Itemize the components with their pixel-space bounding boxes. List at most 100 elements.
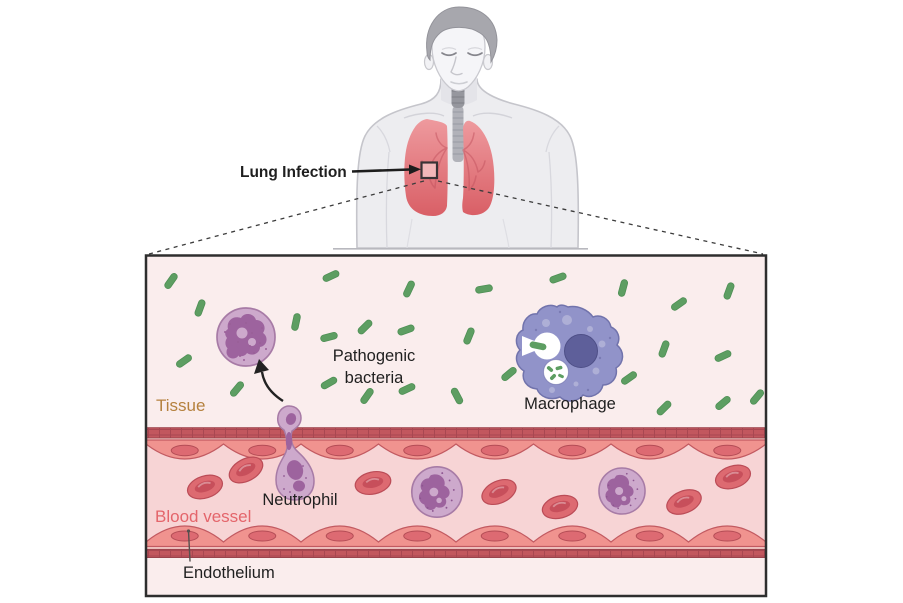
bacterium: [715, 395, 731, 411]
inset-box-border: [144, 254, 768, 598]
endothelial-nucleus: [248, 444, 277, 457]
bacterium: [194, 299, 206, 317]
bacterium: [176, 354, 192, 368]
lumen-neutrophil-2: [598, 467, 646, 515]
transmigrating-neutrophil: [275, 405, 315, 501]
red-blood-cell: [354, 471, 392, 495]
abdomen-lines: [406, 218, 510, 249]
bacterium: [463, 327, 475, 345]
bacterium: [671, 297, 687, 311]
endothelial-nucleus: [170, 444, 199, 457]
hair: [426, 6, 498, 64]
tissue-neutrophil: [216, 307, 276, 367]
bacterium: [723, 282, 735, 300]
label-arrow: [351, 164, 421, 175]
endothelium-nuclei: [170, 444, 742, 542]
rbc-highlight: [725, 471, 739, 478]
bacterium: [656, 400, 672, 416]
left-bronchi: [462, 132, 486, 191]
lung-infection-label: Lung Infection: [240, 164, 347, 181]
phagocytic-cup: [522, 332, 561, 360]
red-blood-cell: [481, 478, 517, 506]
bacterium: [291, 313, 301, 331]
red-blood-cell: [541, 494, 579, 520]
phagocytosis-arrow: [254, 359, 284, 403]
collarbone-lines: [403, 112, 513, 119]
blood-vessel-wall-bottom: [147, 546, 765, 558]
endothelial-nucleus: [558, 530, 587, 542]
blood-vessel-wall-top: [147, 427, 765, 441]
mouth: [450, 81, 468, 85]
tissue-region-below: [147, 557, 765, 596]
rbc-highlight: [676, 496, 690, 504]
rbc-dimple: [362, 476, 384, 489]
rbc-layer: [186, 456, 752, 520]
tissue-label: Tissue: [156, 396, 205, 415]
bacterium: [360, 388, 374, 404]
endothelial-nucleus: [635, 530, 664, 542]
arm-crease-lines: [376, 125, 560, 249]
eyelid-lines: [441, 47, 483, 51]
rbc-highlight: [552, 501, 567, 508]
bacterium: [398, 383, 416, 395]
bacterium: [658, 340, 670, 358]
endothelial-nucleus: [635, 444, 664, 457]
bacterium: [322, 270, 340, 282]
bacterium: [320, 331, 338, 343]
red-blood-cell: [186, 474, 224, 500]
endothelial-nucleus: [713, 530, 742, 542]
endothelial-nucleus: [170, 530, 199, 542]
bacterium: [714, 350, 732, 362]
bacterium: [229, 381, 245, 397]
bacterium: [403, 280, 415, 298]
endothelial-nucleus: [325, 444, 354, 457]
bacterium: [450, 387, 464, 405]
endothelial-nucleus: [480, 444, 509, 457]
rbc-dimple: [722, 470, 743, 483]
endothelial-nucleus: [713, 444, 742, 457]
bacterium: [357, 319, 373, 335]
bacterium: [749, 389, 765, 405]
head: [423, 6, 498, 92]
endothelial-nucleus: [558, 444, 587, 457]
endothelial-nucleus: [403, 530, 432, 542]
rbc-highlight: [365, 477, 380, 484]
rbc-dimple: [488, 485, 509, 498]
nose: [450, 56, 463, 76]
macrophage-nucleus: [564, 334, 598, 368]
phagosome-vacuole: [543, 359, 569, 385]
endothelial-nucleus: [248, 530, 277, 542]
bacterium: [549, 272, 567, 284]
bacterium: [475, 284, 493, 294]
bacterium: [320, 376, 338, 390]
pathogenic-bacteria-label-line2: bacteria: [345, 369, 405, 387]
endothelial-nucleus: [480, 530, 509, 542]
rbc-highlight: [197, 481, 211, 488]
rbc-highlight: [238, 464, 251, 472]
closed-eyes: [441, 52, 483, 57]
endothelium-pointer-dot: [186, 529, 191, 533]
bacterium: [397, 324, 415, 336]
rbc-dimple: [549, 500, 571, 513]
endothelial-nucleus: [325, 530, 354, 542]
infection-marker-square: [420, 161, 439, 180]
rbc-dimple: [673, 495, 694, 508]
rbc-dimple: [236, 462, 256, 477]
neutrophil-label: Neutrophil: [262, 491, 337, 509]
bacterium: [164, 273, 178, 289]
endothelial-nucleus: [403, 444, 432, 457]
bacterium: [501, 366, 517, 382]
inset-content: Tissue Pathogenic bacteria Macrophage Ne…: [147, 256, 765, 596]
red-blood-cell: [228, 456, 264, 484]
pathogenic-bacteria-label-line1: Pathogenic: [333, 347, 416, 365]
macrophage: [515, 304, 624, 402]
red-blood-cell: [666, 489, 702, 515]
red-blood-cell: [714, 464, 752, 490]
person-figure: [333, 6, 588, 250]
right-bronchi: [421, 132, 448, 189]
rbc-dimple: [194, 480, 215, 493]
bacteria-layer: [164, 270, 765, 416]
bacterium: [617, 279, 629, 297]
lumen-neutrophil-1: [410, 465, 464, 519]
